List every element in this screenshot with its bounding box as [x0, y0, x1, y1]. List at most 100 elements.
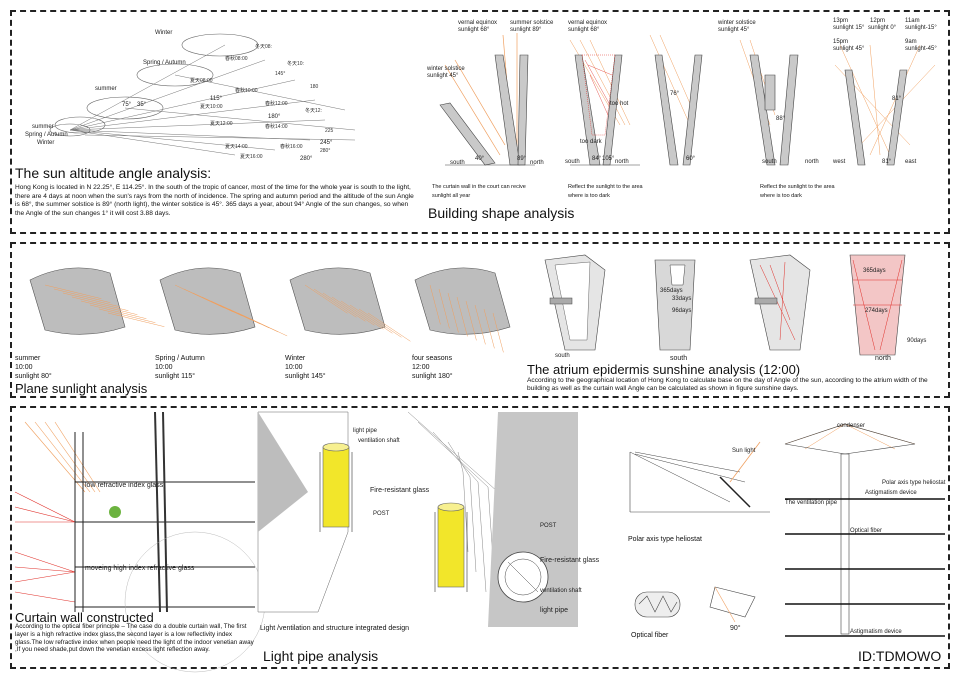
pipe-post-label: POST: [373, 511, 390, 517]
svg-text:冬天08:: 冬天08:: [255, 43, 272, 50]
plane-3-season: Winter: [285, 355, 306, 362]
curtain-wall-text: According to the optical fiber principle…: [15, 623, 254, 654]
atrium-north: north: [875, 355, 891, 362]
curtain-wall-diagram: low refractive index glass moveing high …: [14, 411, 266, 673]
light-pipe-diagram: light pipe ventilation shaft Fire-resist…: [257, 411, 600, 627]
atrium-d3: 96days: [672, 308, 691, 314]
b3-a2: 60°: [686, 156, 696, 162]
svg-text:春秋12:00: 春秋12:00: [265, 100, 288, 107]
b2-l1b: sunlight 68°: [568, 27, 600, 33]
legend-summer: summer: [32, 124, 54, 130]
sun-altitude-text: Hong Kong is located in N 22.25°, E 114.…: [15, 184, 414, 217]
svg-text:180: 180: [310, 84, 319, 90]
angle-75: 75°: [122, 102, 132, 108]
spring-label: Spring / Autumn: [143, 60, 186, 66]
svg-text:夏天12:00: 夏天12:00: [210, 121, 233, 127]
atrium-d2: 33days: [672, 296, 691, 302]
sun-altitude-title: The sun altitude angle analysis:: [15, 165, 212, 181]
panel-plane-sunlight: [10, 242, 950, 398]
b4-west: west: [832, 159, 846, 165]
b1-a1: 40°: [475, 156, 485, 162]
b3-a: 76°: [670, 91, 680, 97]
building-shape-4: 13pm sunlight 15° 12pm sunlight 0° 11am …: [832, 18, 937, 166]
b4-t5b: sunlight-45°: [905, 46, 937, 52]
svg-text:春秋10:00: 春秋10:00: [235, 87, 258, 94]
b4-t1b: sunlight 15°: [833, 25, 865, 31]
heliostat-diagram: Sun light: [629, 441, 770, 513]
light-system-diagram: condenser Polar axis type heliostat Asti…: [784, 423, 946, 637]
angle-115: 115°: [210, 96, 223, 102]
section-post-label: POST: [540, 523, 557, 529]
plane-sunlight-diagrams: [29, 267, 511, 353]
plane-3-time: 10:00: [285, 364, 303, 371]
atrium-diagrams: south south north 365days 33days 96days …: [544, 254, 926, 362]
svg-text:280°: 280°: [320, 148, 330, 154]
id-label: ID:TDMOWO: [858, 648, 942, 664]
atrium-d5: 274days: [865, 308, 888, 314]
plane-item-4: four seasons 12:00 sunlight 180°: [412, 354, 453, 381]
b4-t4: 15pm: [833, 39, 848, 45]
building-shape-3: winter solstice sunlight 45° 76° 60° 88°…: [649, 20, 819, 166]
b4-t3b: sunlight-15°: [905, 25, 937, 31]
atrium-south-1: south: [555, 353, 570, 359]
svg-text:冬天10:: 冬天10:: [287, 60, 304, 67]
astig1-label: Astigmatism device: [865, 490, 917, 496]
building-shape-1: vernal equinox sunlight 68° summer solst…: [426, 20, 554, 166]
angle-180: 180°: [268, 114, 281, 120]
svg-text:夏天08:00: 夏天08:00: [190, 78, 213, 84]
b3-l1: winter solstice: [717, 20, 756, 26]
high-glass-label: moveing high index refractive glass: [85, 565, 195, 572]
b4-t2: 12pm: [870, 18, 885, 24]
b4-t2b: sunlight 0°: [868, 25, 897, 31]
b2-note: Reflect the sunlight to the area where i…: [568, 184, 643, 199]
b2-a: 84°: [592, 156, 602, 162]
atrium-d1: 365days: [660, 288, 683, 294]
svg-text:春秋08:00: 春秋08:00: [225, 55, 248, 62]
angle-280: 280°: [300, 156, 313, 162]
b4-t1: 13pm: [833, 18, 848, 24]
b2-hot: too hot: [610, 101, 629, 107]
b4-t3: 11am: [905, 18, 920, 24]
pipe-fire-label: Fire-resistant glass: [370, 487, 430, 494]
plane-sunlight-title: Plane sunlight analysis: [15, 381, 148, 396]
section-vent-label: ventilation shaft: [540, 588, 582, 594]
plane-4-sun: sunlight 180°: [412, 373, 453, 380]
b3-note: Reflect the sunlight to the area where i…: [760, 184, 835, 199]
svg-text:冬天12:: 冬天12:: [305, 107, 322, 114]
angle-35: 35°: [137, 102, 147, 108]
b3-north: north: [805, 159, 819, 165]
plane-3-sun: sunlight 145°: [285, 373, 326, 380]
pipe-light-label: light pipe: [353, 428, 378, 434]
b4-east: east: [905, 159, 917, 165]
plane-fan-4: [414, 267, 511, 353]
plane-fan-1: [29, 267, 165, 335]
b4-t5: 9am: [905, 39, 917, 45]
b1-l1: vernal equinox: [458, 20, 497, 26]
b2-dark: too dark: [580, 139, 603, 145]
building-shape-2: vernal equinox sunlight 68° too hot too …: [565, 20, 640, 166]
plane-2-season: Spring / Autumn: [155, 355, 205, 362]
sunlight-label: Sun light: [732, 448, 756, 454]
light-pipe-title: Light pipe analysis: [263, 648, 379, 664]
section-light-label: light pipe: [540, 607, 568, 614]
system-fiber-label: Optical fiber: [850, 528, 882, 534]
curtain-wall-title: Curtain wall constructed: [15, 610, 154, 625]
section-fire-label: Fire-resistant glass: [540, 557, 600, 564]
b1-l2b: sunlight 89°: [510, 27, 542, 33]
system-heliostat-label: Polar axis type heliostat: [882, 480, 946, 486]
atrium-d6: 90days: [907, 338, 926, 344]
low-glass-label: low refractive index glass: [85, 482, 164, 489]
b2-south: south: [565, 159, 580, 165]
plane-2-sun: sunlight 115°: [155, 373, 196, 380]
svg-text:夏天14:00: 夏天14:00: [225, 144, 248, 150]
b2-north: north: [615, 159, 629, 165]
b1-north: north: [530, 160, 544, 166]
b4-a: 81°: [892, 96, 902, 102]
winter-label: Winter: [155, 30, 172, 36]
b1-south: south: [450, 160, 465, 166]
b1-l1b: sunlight 68°: [458, 27, 490, 33]
b1-l3b: sunlight 45°: [427, 73, 459, 79]
plane-item-1: summer 10:00 sunlight 80°: [15, 354, 52, 381]
plane-2-time: 10:00: [155, 364, 173, 371]
optical-fiber-diagram: 90°: [634, 586, 756, 632]
